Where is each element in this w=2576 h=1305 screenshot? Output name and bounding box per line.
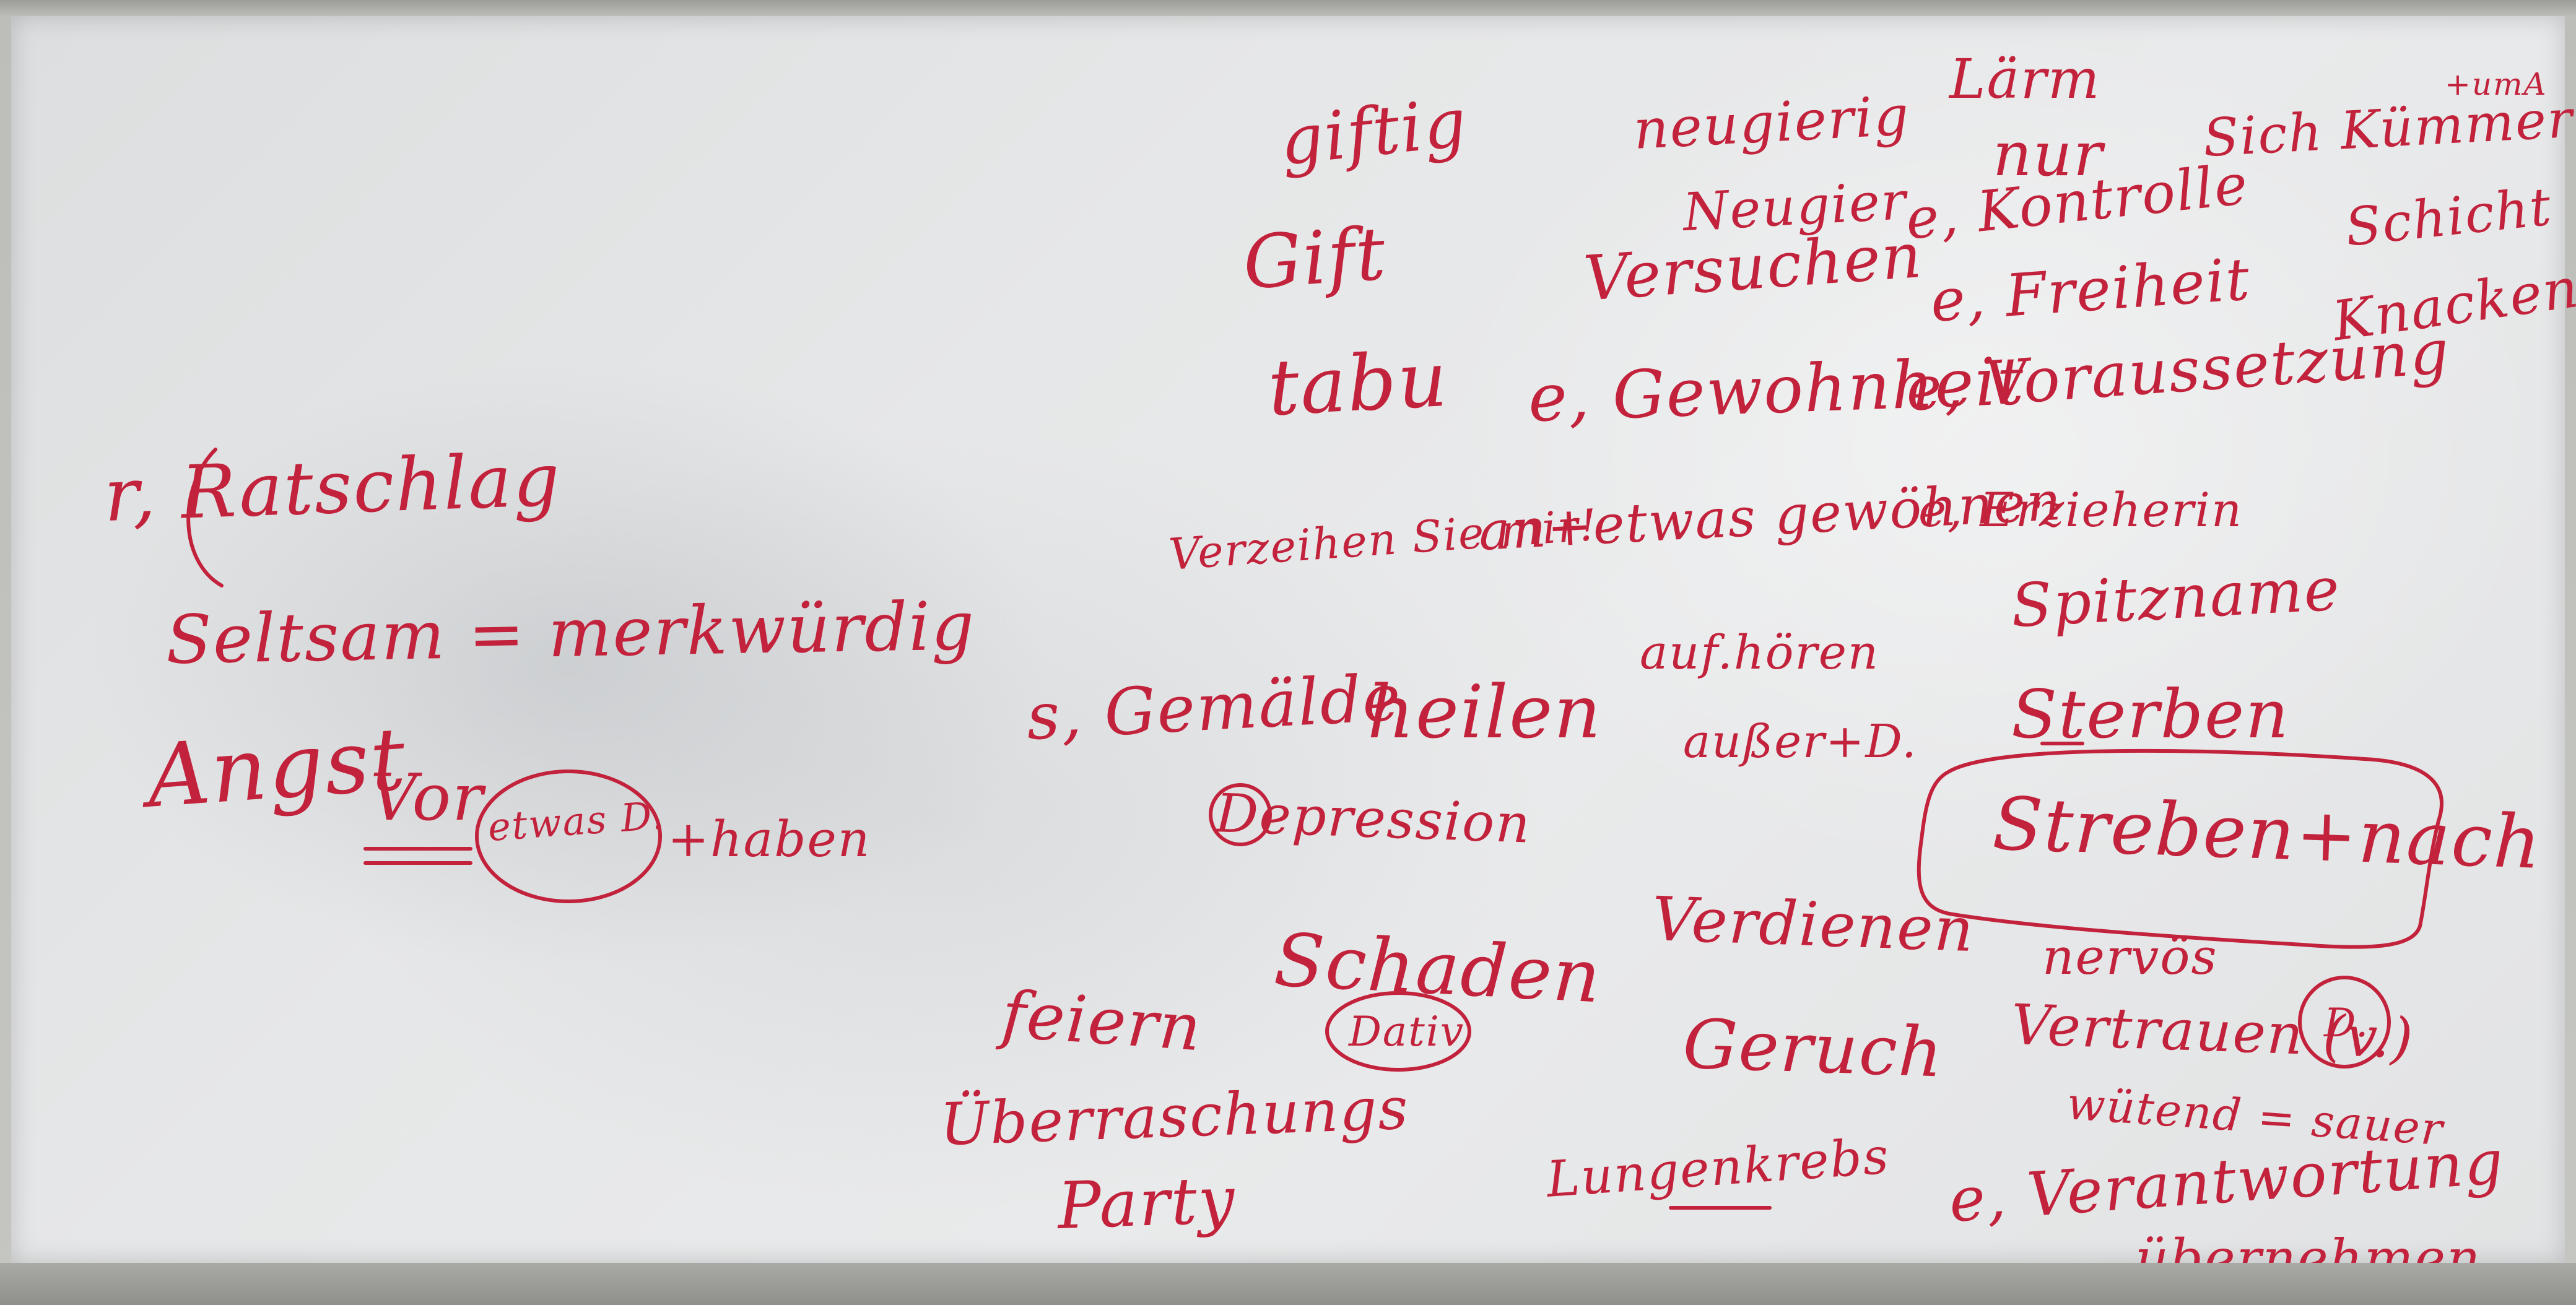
word-laerm: Lärm [1949, 47, 2101, 111]
word-geruch: Geruch [1681, 1004, 1945, 1093]
word-schaden: Schaden [1272, 917, 1604, 1020]
word-angst: Angst [144, 708, 410, 828]
word-gemaelde: s, Gemälde [1024, 659, 1404, 755]
word-nur: nur [1993, 119, 2104, 190]
word-um-a: +umA [2445, 66, 2548, 102]
word-etwas-d: etwas D. [486, 792, 667, 850]
word-dativ: Dativ [1349, 1008, 1465, 1056]
word-vor: Vor [370, 760, 484, 835]
circle-vertrauen-d [2298, 976, 2391, 1069]
box-streben-nach [1917, 748, 2443, 949]
word-seltsam-merkwuerdig: Seltsam = merkwürdig [165, 587, 976, 679]
word-verdienen: Verdienen [1651, 884, 1976, 966]
word-ausser: außer+D. [1683, 715, 1918, 768]
word-erzieherin: e, Erzieherin [1918, 482, 2243, 537]
word-streben-nach: Streben+nach [1991, 781, 2544, 885]
word-aufhoeren: auf.hören [1640, 625, 1879, 680]
word-ueberraschungs: Überraschungs [939, 1075, 1411, 1159]
word-depression: Depression [1214, 783, 1533, 856]
word-spitzname: Spitzname [2009, 554, 2343, 641]
word-giftig: giftig [1276, 84, 1471, 181]
word-neugierig: neugierig [1632, 83, 1912, 162]
word-nervoes: nervös [2042, 928, 2218, 986]
word-gift: Gift [1240, 210, 1390, 306]
ink-annotations [186, 448, 2443, 1210]
whiteboard-surface: r, Ratschlag Seltsam = merkwürdig Angst … [11, 16, 2576, 1285]
circle-depression-d [1209, 783, 1272, 846]
whiteboard-marker-tray [0, 1263, 2576, 1305]
word-ratschlag: r, Ratschlag [102, 436, 563, 538]
word-vertrauen-d: D. [2324, 1000, 2370, 1046]
word-tabu: tabu [1266, 334, 1451, 433]
word-heilen: heilen [1367, 669, 1603, 755]
circle-dativ [1325, 991, 1471, 1072]
ratschlag-bracket [186, 448, 224, 587]
word-sterben: Sterben [2011, 676, 2290, 753]
word-feiern: feiern [999, 976, 1205, 1066]
whiteboard-top-frame [0, 0, 2576, 16]
word-haben: +haben [668, 810, 871, 868]
circle-etwas-d [475, 770, 662, 903]
word-party: Party [1056, 1162, 1237, 1244]
